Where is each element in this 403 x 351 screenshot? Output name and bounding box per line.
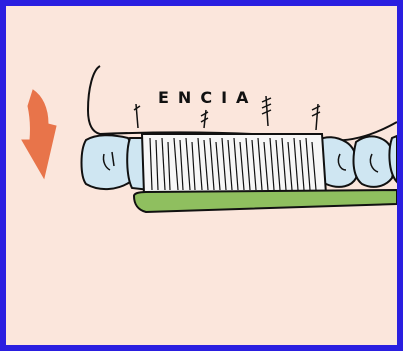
arrow-down-curved-icon [22,90,56,178]
gum-label: ENCIA [158,88,257,107]
toothbrushing-illustration [6,6,397,345]
toothbrush-bristles [142,134,326,194]
tooth-icon [354,136,394,187]
toothbrush-handle [134,190,397,212]
tooth-icon [82,135,133,189]
